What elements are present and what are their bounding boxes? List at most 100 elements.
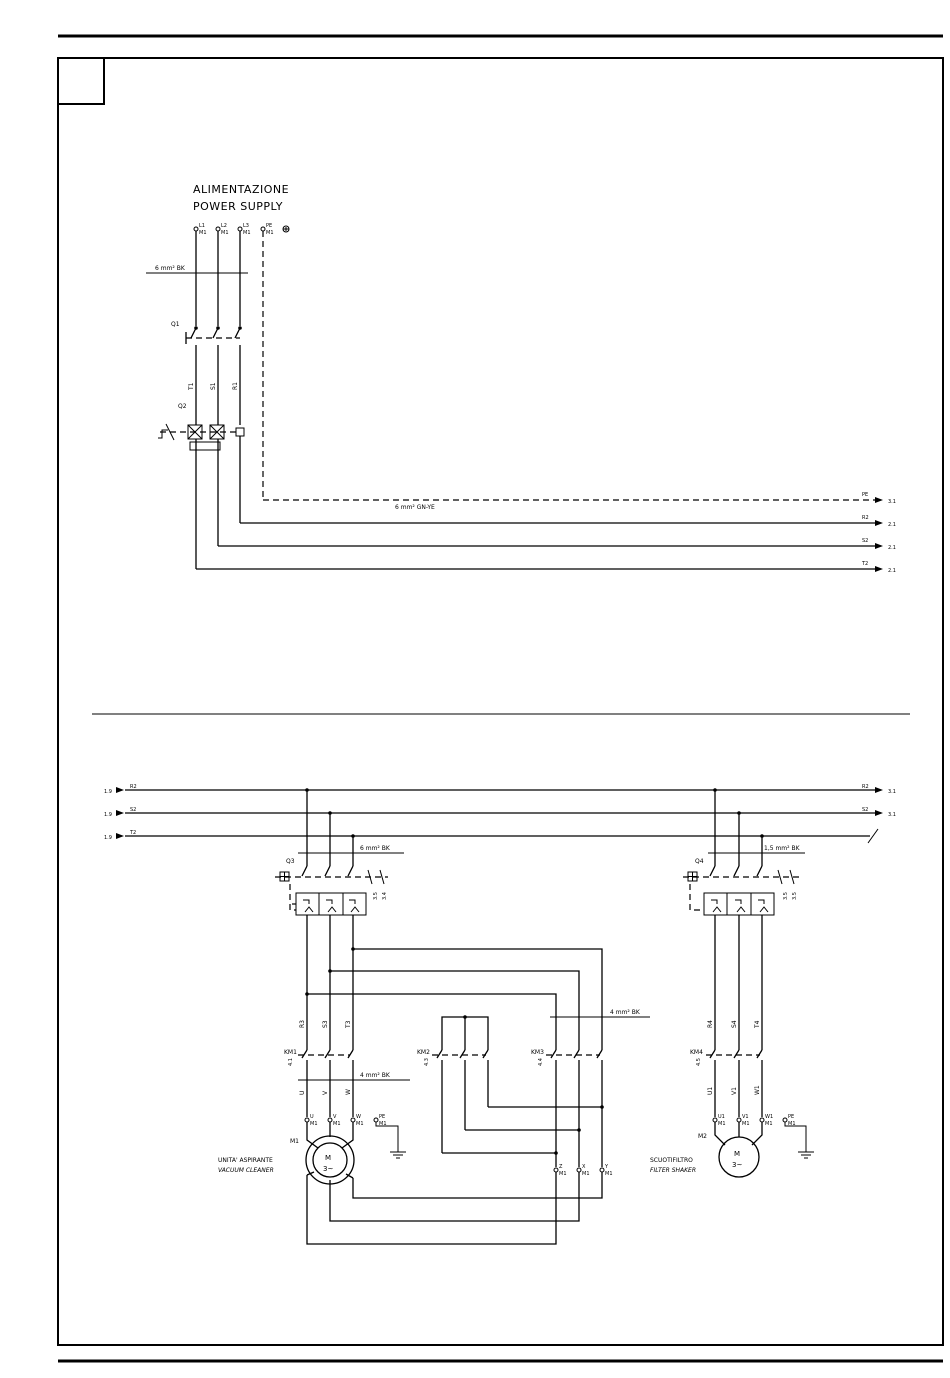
m2-letter: M [734,1150,740,1158]
q4-ref-2: 3.5 [792,892,798,900]
m2-term-u1-sub: M1 [718,1121,726,1127]
incoming-terminals: L1 M1 L2 M1 L3 M1 PE M1 [193,223,290,236]
m2-term-w1: W1 [765,1114,773,1120]
m1-desc-it: UNITA' ASPIRANTE [218,1157,273,1164]
q4-ref-1: 3.5 [783,892,789,900]
phase-t1-label: T1 [188,382,195,391]
m2-term-w1-sub: M1 [765,1121,773,1127]
m1-phase-r3: R3 [299,1020,306,1028]
term-x-sub: M1 [582,1171,590,1177]
km4-ref: 4.5 [696,1058,702,1066]
page-number-box [57,57,105,105]
q1-label: Q1 [171,321,180,328]
motor-section: 1.9 R2 1.9 S2 1.9 T2 R2 3.1 S2 3.1 6 mm²… [104,784,896,1245]
bus-out-r2-ref: 3.1 [888,789,896,795]
m1-term-pe-sub: M1 [379,1121,387,1127]
pe-cable-label: 6 mm² GN-YE [395,504,435,511]
m1-term-v-sub: M1 [333,1121,341,1127]
km3-label: KM3 [531,1049,544,1056]
terminal-l2-sub: M1 [221,230,229,236]
km3-contactor: KM3 4.4 [531,1049,603,1167]
km4-contactor: KM4 4.5 U1 V1 W1 [690,1049,763,1117]
m2-phase-t4: T4 [754,1020,761,1029]
m2-term-u1: U1 [718,1114,725,1120]
m2-term-v1: V1 [742,1114,749,1120]
km2-contactor: KM2 4.3 [417,1015,604,1155]
out-r2-ref: 2.1 [888,522,896,528]
m1-phase-s3: S3 [322,1020,329,1028]
bus-in-t2-name: T2 [129,830,136,836]
q2-breaker: Q2 [158,403,245,569]
power-title-en: POWER SUPPLY [193,200,283,213]
out-s2-ref: 2.1 [888,545,896,551]
terminal-l3: L3 [243,223,249,229]
bus-in-r2-ref: 1.9 [104,789,112,795]
phase-r1-label: R1 [232,382,239,390]
ground-icon [798,1151,814,1159]
m1-w: W [345,1089,352,1095]
term-x: X [582,1164,586,1170]
ground-symbol-icon [282,225,290,233]
km3-ref: 4.4 [538,1058,544,1066]
m1-star-terminals: Z M1 X M1 Y M1 [306,1164,613,1245]
out-r2-name: R2 [862,515,869,521]
bus-in-s2-name: S2 [130,807,136,813]
m2-desc-en: FILTER SHAKER [650,1167,696,1174]
km2-ref: 4.3 [424,1058,430,1066]
q4-label: Q4 [695,858,704,865]
out-t2-name: T2 [861,561,868,567]
q2-label: Q2 [178,403,187,410]
km2-label: KM2 [417,1049,430,1056]
term-z-sub: M1 [559,1171,567,1177]
m1-term-u-sub: M1 [310,1121,318,1127]
m2-desc-it: SCUOTIFILTRO [650,1157,693,1164]
out-pe-name: PE [862,492,868,498]
q3-label: Q3 [286,858,295,865]
m2-motor: U1 M1 V1 M1 W1 M1 PE M1 M 3~ M2 SCUOTIFI… [650,1114,814,1178]
m2-term-v1-sub: M1 [742,1121,750,1127]
term-z: Z [559,1164,563,1170]
m1-letter: M [325,1154,331,1162]
terminal-l3-sub: M1 [243,230,251,236]
m2-w1: W1 [754,1085,761,1095]
ground-icon [390,1151,406,1159]
m2-term-pe: PE [788,1114,794,1120]
m1-desc-en: VACUUM CLEANER [218,1167,274,1174]
km23-cable-label: 4 mm² BK [610,1009,641,1016]
m1-u: U [299,1091,306,1095]
terminal-pe: PE [266,223,272,229]
bus-in-t2-ref: 1.9 [104,835,112,841]
m2-v1: V1 [731,1087,738,1095]
m1-phase-t3: T3 [345,1020,352,1029]
q3-ref-1: 3.5 [373,892,379,900]
km1-label: KM1 [284,1049,297,1056]
km1-contactor: KM1 4.1 4 mm² BK U V W [284,1049,410,1117]
m1-term-w: W [356,1114,361,1120]
km1-cable-label: 4 mm² BK [360,1072,391,1079]
term-y: Y [604,1164,609,1170]
m2-label: M2 [698,1133,707,1140]
km1-ref: 4.1 [288,1058,294,1066]
power-supply-section: ALIMENTAZIONE POWER SUPPLY L1 M1 L2 M1 L… [146,183,896,574]
q4-motor-protector: 1,5 mm² BK Q4 3.5 3.5 [683,790,805,1050]
m2-u1: U1 [707,1087,714,1095]
terminal-l1-sub: M1 [199,230,207,236]
q3-cable-label: 6 mm² BK [360,845,391,852]
q1-disconnector: Q1 [171,321,241,425]
m1-term-w-sub: M1 [356,1121,364,1127]
bus-out-s2-ref: 3.1 [888,812,896,818]
cable-in-label: 6 mm² BK [155,265,186,272]
m1-label: M1 [290,1138,299,1145]
m1-term-u: U [310,1114,314,1120]
star-delta-wiring: 4 mm² BK [305,947,650,1050]
m1-motor: U M1 V M1 W M1 PE M1 M 3~ M1 UNITA' A [218,1114,406,1185]
m2-phase: 3~ [732,1161,742,1169]
bus-arrows [875,497,883,572]
m1-term-v: V [333,1114,337,1120]
m1-term-pe: PE [379,1114,385,1120]
terminal-l2: L2 [221,223,227,229]
drawing-frame [57,57,944,1346]
phase-s1-label: S1 [210,382,217,390]
term-y-sub: M1 [605,1171,613,1177]
